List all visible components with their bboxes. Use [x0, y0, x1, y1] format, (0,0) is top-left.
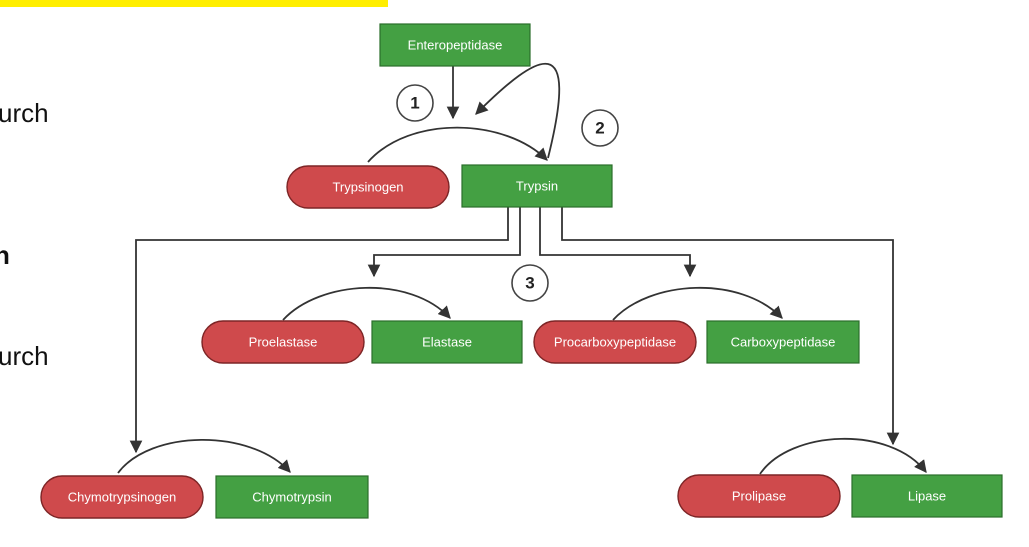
label-procarboxypeptidase: Procarboxypeptidase	[554, 335, 676, 350]
node-chymotrypsinogen: Chymotrypsinogen	[40, 475, 204, 519]
trypsinogen-to-trypsin-curve	[367, 126, 548, 163]
side-text-line-2: n	[0, 240, 10, 270]
node-elastase: Elastase	[371, 320, 523, 364]
node-trypsinogen: Trypsinogen	[286, 165, 450, 209]
trypsin-to-chymotrypsinogen-line	[129, 207, 509, 454]
step-number-2: 2	[595, 119, 604, 138]
node-lipase: Lipase	[851, 474, 1003, 518]
label-enteropeptidase: Enteropeptidase	[408, 38, 503, 53]
proelastase-to-elastase-curve	[282, 286, 451, 321]
node-trypsin: Trypsin	[461, 164, 613, 208]
highlight-strip	[0, 0, 388, 7]
node-proelastase: Proelastase	[201, 320, 365, 364]
label-elastase: Elastase	[422, 335, 472, 350]
node-carboxypeptidase: Carboxypeptidase	[706, 320, 860, 364]
trypsin-to-procarboxypeptidase-line	[539, 207, 697, 278]
label-chymotrypsin: Chymotrypsin	[252, 490, 331, 505]
label-prolipase: Prolipase	[732, 489, 786, 504]
node-enteropeptidase: Enteropeptidase	[379, 23, 531, 67]
side-text-line-1: urch	[0, 98, 49, 128]
step-circle-1: 1	[396, 84, 434, 122]
label-trypsin: Trypsin	[516, 179, 558, 194]
label-proelastase: Proelastase	[249, 335, 318, 350]
label-carboxypeptidase: Carboxypeptidase	[731, 335, 836, 350]
prolipase-to-lipase-curve	[759, 437, 927, 475]
step-circle-3: 3	[511, 264, 549, 302]
procarboxypeptidase-to-carboxypeptidase-curve	[612, 286, 783, 321]
label-chymotrypsinogen: Chymotrypsinogen	[68, 490, 176, 505]
side-text-line-3: urch	[0, 341, 49, 371]
node-chymotrypsin: Chymotrypsin	[215, 475, 369, 519]
step-number-1: 1	[410, 94, 419, 113]
node-prolipase: Prolipase	[677, 474, 841, 518]
trypsin-to-prolipase-line	[561, 207, 900, 446]
label-lipase: Lipase	[908, 489, 946, 504]
step-number-3: 3	[525, 274, 534, 293]
trypsin-autocatalysis-loop	[475, 62, 561, 159]
step-circle-2: 2	[581, 109, 619, 147]
node-procarboxypeptidase: Procarboxypeptidase	[533, 320, 697, 364]
label-trypsinogen: Trypsinogen	[332, 180, 403, 195]
trypsin-to-proelastase-line	[367, 207, 521, 278]
chymotrypsinogen-to-chymotrypsin-curve	[117, 439, 291, 474]
